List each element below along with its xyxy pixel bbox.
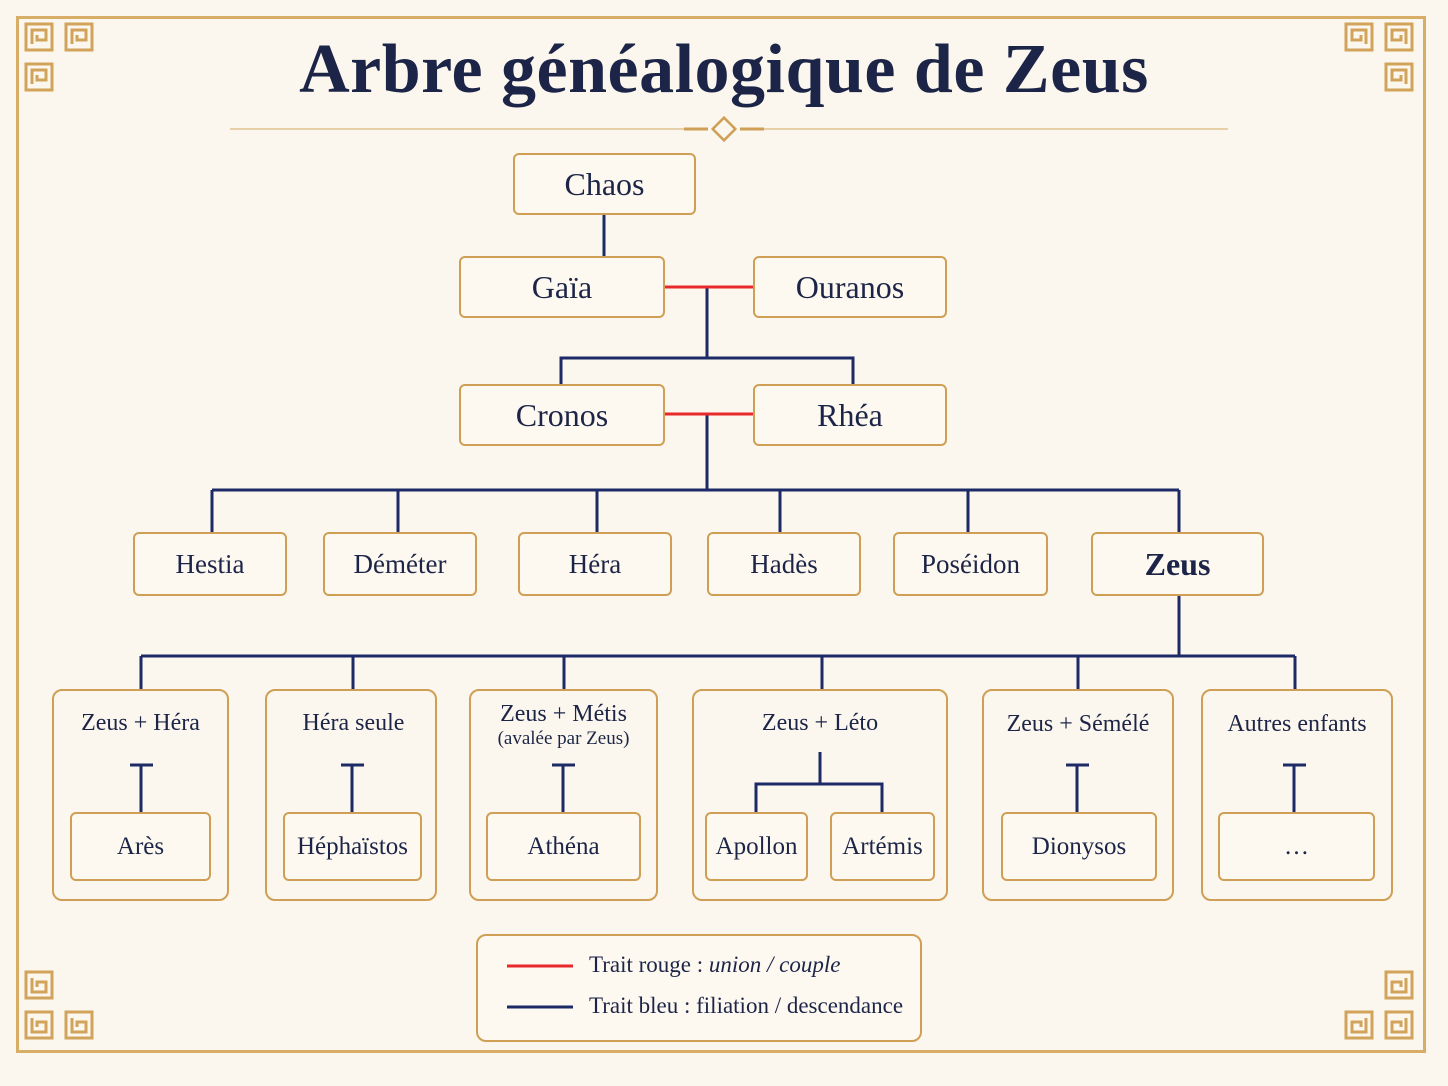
group-label: Zeus + Héra	[81, 710, 200, 736]
node-demeter: Déméter	[323, 532, 477, 596]
node-hephaistos: Héphaïstos	[283, 812, 422, 881]
group-label: Héra seule	[302, 710, 405, 736]
legend-filiation-label: Trait bleu : filiation / descendance	[589, 993, 904, 1018]
greek-key-ornament-top-right	[1344, 22, 1414, 92]
node-artemis: Artémis	[830, 812, 935, 881]
node-gaia: Gaïa	[459, 256, 665, 318]
greek-key-ornament-bottom-right	[1344, 970, 1414, 1040]
group-label: Zeus + Léto	[761, 710, 879, 736]
node-rhea: Rhéa	[753, 384, 947, 446]
node-chaos: Chaos	[513, 153, 696, 215]
node-ouranos: Ouranos	[753, 256, 947, 318]
node-zeus: Zeus	[1091, 532, 1264, 596]
group-label: Zeus + Métis (avalée par Zeus)	[469, 701, 658, 750]
node-apollon: Apollon	[705, 812, 808, 881]
node-athena: Athéna	[486, 812, 641, 881]
group-label-main: Zeus + Métis	[500, 701, 627, 727]
node-hades: Hadès	[707, 532, 861, 596]
legend-union-prefix: Trait rouge :	[589, 952, 709, 977]
group-label: Zeus + Sémélé	[1006, 711, 1150, 737]
page-title: Arbre généalogique de Zeus	[299, 31, 1149, 108]
node-hestia: Hestia	[133, 532, 287, 596]
group-label-sub: (avalée par Zeus)	[497, 728, 630, 749]
greek-key-ornament-bottom-left	[24, 970, 94, 1040]
page-frame	[16, 16, 1426, 1053]
node-cronos: Cronos	[459, 384, 665, 446]
greek-key-ornament-top-left	[24, 22, 94, 92]
group-label: Autres enfants	[1227, 711, 1367, 737]
node-hera: Héra	[518, 532, 672, 596]
legend-union-italic: union / couple	[708, 952, 841, 977]
node-ares: Arès	[70, 812, 211, 881]
legend-union-label: Trait rouge : union / couple	[589, 952, 841, 978]
node-poseidon: Poséidon	[893, 532, 1048, 596]
legend	[476, 934, 922, 1042]
node-dionysos: Dionysos	[1001, 812, 1157, 881]
node-ellipsis: …	[1218, 812, 1375, 881]
